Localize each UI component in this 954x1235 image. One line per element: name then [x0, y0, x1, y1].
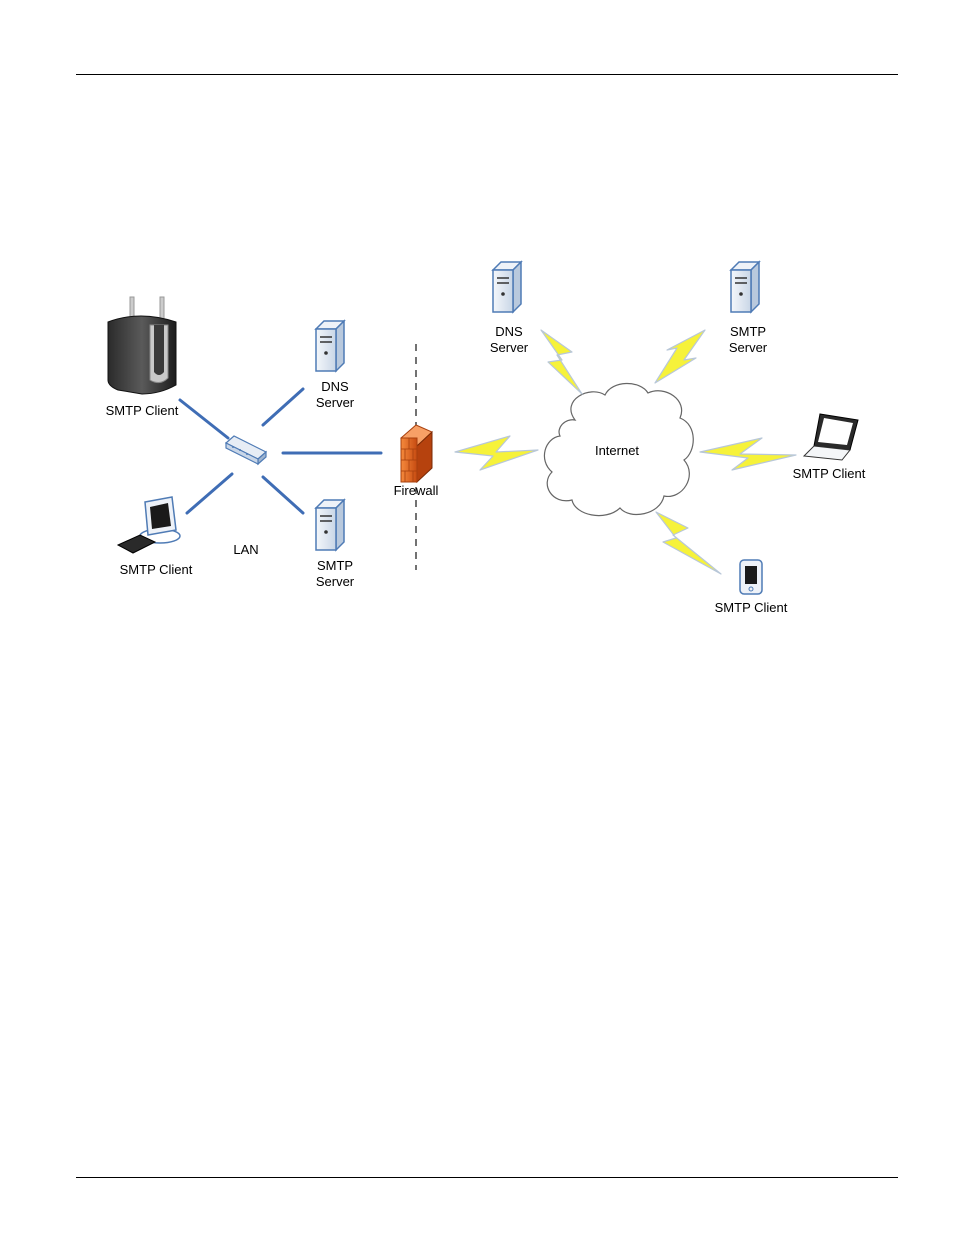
desktop-client-label: SMTP Client [120, 562, 193, 577]
lightning-laptop-internet [700, 438, 796, 470]
lightning-smtp-internet [655, 330, 705, 383]
laptop-client-label: SMTP Client [793, 466, 866, 481]
mobile-client-label: SMTP Client [715, 600, 788, 615]
lan-dns-server-icon [316, 321, 344, 371]
router-client-label: SMTP Client [106, 403, 179, 418]
mobile-device-icon [740, 560, 762, 594]
router-icon [108, 297, 176, 394]
firewall-label: Firewall [394, 483, 439, 498]
link-switch-dns [263, 389, 303, 425]
lan-smtp-server-label-2: Server [316, 574, 355, 589]
link-router-switch [180, 400, 228, 438]
lightning-dns-internet [541, 330, 582, 394]
internet-smtp-server-label-2: Server [729, 340, 768, 355]
lightning-firewall-internet [455, 436, 538, 470]
lan-dns-server-label-2: Server [316, 395, 355, 410]
desktop-computer-icon [118, 497, 180, 553]
internet-label: Internet [595, 443, 639, 458]
internet-dns-server-label-1: DNS [495, 324, 523, 339]
firewall-icon [401, 425, 432, 482]
internet-dns-server-label-2: Server [490, 340, 529, 355]
internet-smtp-server-label-1: SMTP [730, 324, 766, 339]
link-switch-smtp [263, 477, 303, 513]
internet-dns-server-icon [493, 262, 521, 312]
lightning-mobile-internet [656, 512, 721, 574]
internet-smtp-server-icon [731, 262, 759, 312]
lan-smtp-server-icon [316, 500, 344, 550]
lan-smtp-server-label-1: SMTP [317, 558, 353, 573]
laptop-icon [804, 414, 858, 460]
lan-label: LAN [233, 542, 258, 557]
lan-dns-server-label-1: DNS [321, 379, 349, 394]
link-switch-desktop [187, 474, 232, 513]
switch-icon [226, 436, 266, 464]
